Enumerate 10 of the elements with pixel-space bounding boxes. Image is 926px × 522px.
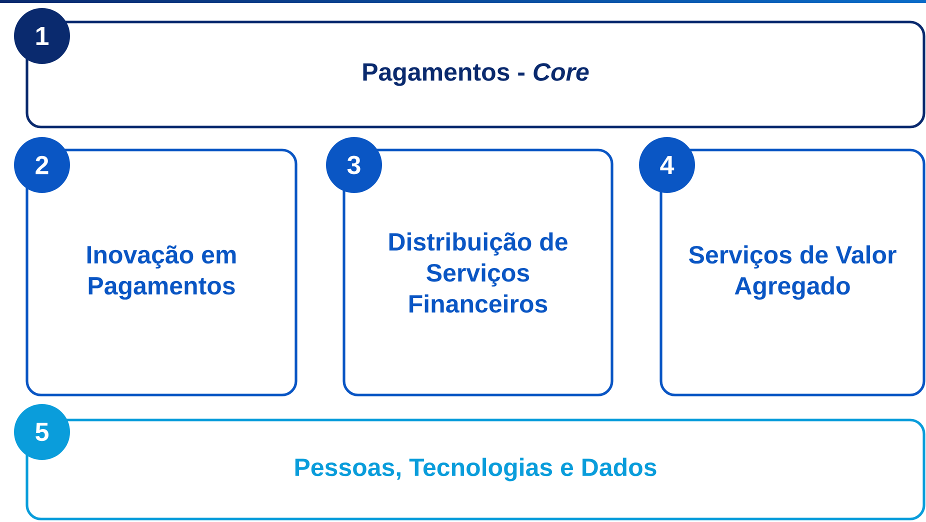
section-title: Distribuição de Serviços Financeiros xyxy=(389,232,568,313)
section-title: Inovação em Pagamentos xyxy=(87,245,236,300)
number-badge: 1 xyxy=(14,8,70,64)
number-badge: 5 xyxy=(14,404,70,460)
number-badge: 2 xyxy=(14,137,70,193)
section-title: Serviços de Valor Agregado xyxy=(689,245,896,300)
section-title: Pagamentos - Core xyxy=(363,63,589,86)
number-badge: 3 xyxy=(326,137,382,193)
number-badge: 4 xyxy=(639,137,695,193)
section-title: Pessoas, Tecnologias e Dados xyxy=(295,458,656,482)
